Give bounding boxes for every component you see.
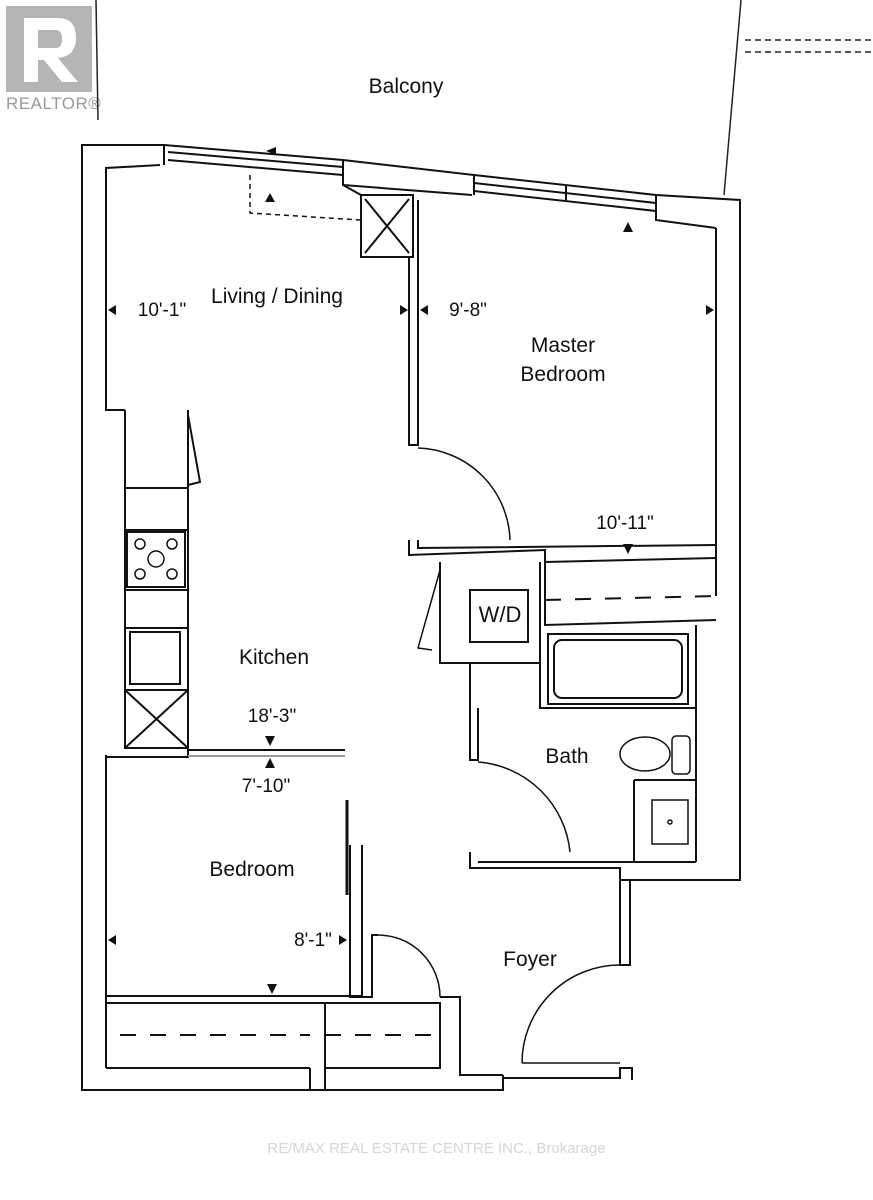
- label-wd: W/D: [479, 602, 522, 627]
- realtor-logo: [6, 6, 92, 92]
- realtor-logo-text: REALTOR®: [6, 94, 102, 113]
- duct: [342, 184, 414, 258]
- interior-walls: [106, 200, 717, 1090]
- dim-kitchen-length: 18'-3": [248, 706, 296, 727]
- dim-living-width: 10'-1": [138, 300, 186, 321]
- balcony-outline: [95, 0, 873, 196]
- dim-bedroom-width: 8'-1": [294, 930, 332, 951]
- dim-master-length: 10'-11": [596, 513, 654, 534]
- label-balcony: Balcony: [369, 75, 444, 98]
- label-kitchen: Kitchen: [239, 646, 309, 669]
- dim-bedroom-length: 7'-10": [242, 776, 290, 797]
- sink: [651, 799, 689, 845]
- toilet: [619, 735, 691, 775]
- brokerage-watermark: RE/MAX REAL ESTATE CENTRE INC., Brokarag…: [267, 1140, 606, 1157]
- walls: [81, 144, 741, 1091]
- stove-burners: [134, 538, 178, 580]
- label-bath: Bath: [545, 745, 588, 768]
- label-master-line2: Bedroom: [520, 363, 605, 386]
- label-bedroom: Bedroom: [209, 858, 294, 881]
- dimension-arrows: [108, 147, 714, 994]
- label-master-line1: Master: [531, 334, 595, 357]
- dim-master-width: 9'-8": [449, 300, 487, 321]
- door-swings: [377, 447, 621, 1064]
- label-foyer: Foyer: [503, 948, 557, 971]
- label-living-dining: Living / Dining: [211, 285, 343, 308]
